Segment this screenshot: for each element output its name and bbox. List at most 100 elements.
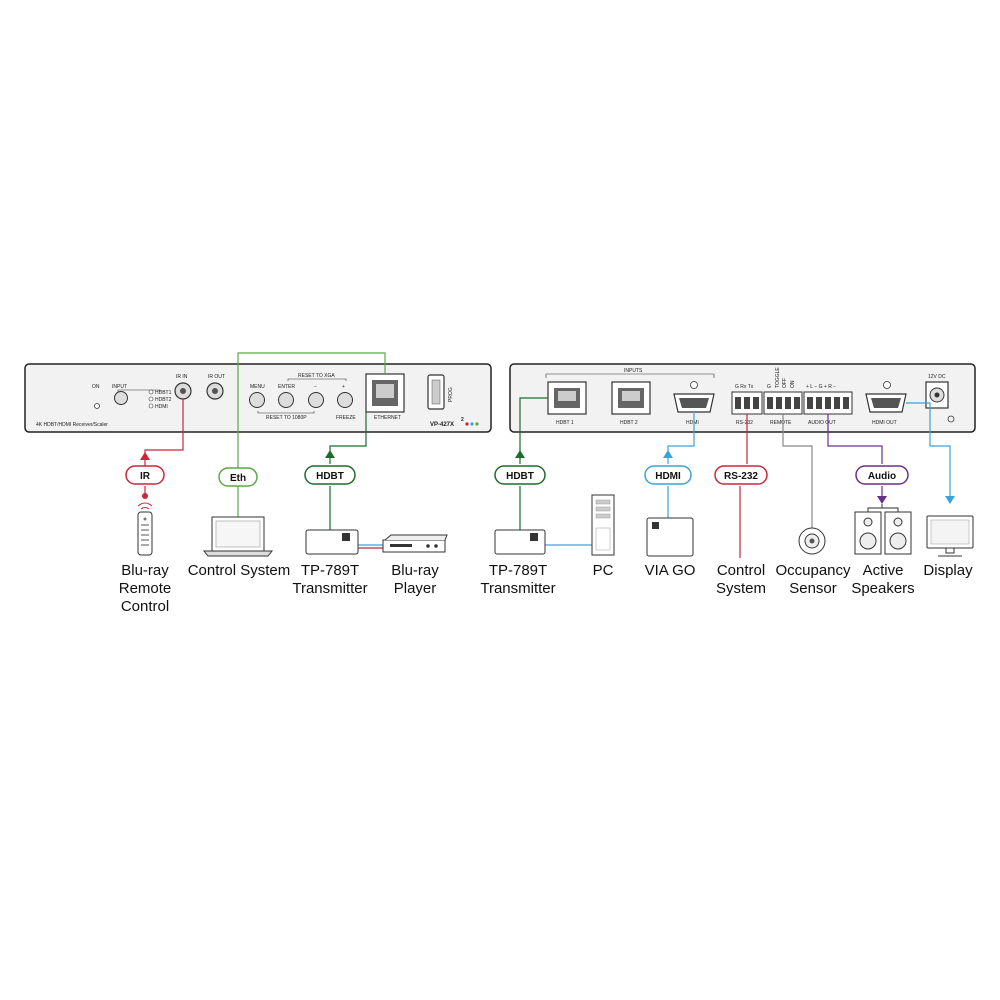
hdmi-in-label: HDMI bbox=[686, 420, 699, 426]
laptop-icon bbox=[202, 516, 274, 557]
polarity-icon bbox=[947, 415, 955, 423]
connections bbox=[140, 352, 955, 558]
plus-button[interactable] bbox=[337, 392, 353, 408]
enter-label: ENTER bbox=[278, 384, 295, 390]
remote-on-label: ON bbox=[790, 380, 796, 388]
ir-out-label: IR OUT bbox=[208, 374, 225, 380]
ethernet-port-pins bbox=[376, 384, 394, 398]
bluray-button-1 bbox=[426, 544, 430, 548]
ir-out-jack-hole bbox=[212, 388, 218, 394]
remote-keys-4 bbox=[141, 539, 149, 541]
hdmi-led-label: HDMI bbox=[155, 404, 168, 410]
tp789t-left-label-line-1: TP-789T bbox=[301, 562, 359, 579]
control-system-right-label-line-1: Control bbox=[717, 562, 765, 579]
ethernet-label: ETHERNET bbox=[374, 415, 401, 421]
prog-label: PROG bbox=[448, 387, 454, 402]
reset-xga-label: RESET TO XGA bbox=[298, 373, 335, 379]
pc-drive-2 bbox=[595, 506, 611, 512]
bluray-player-icon bbox=[382, 534, 448, 553]
kramer-logo-right bbox=[530, 533, 538, 541]
freeze-label: FREEZE bbox=[336, 415, 356, 421]
rs232-pin-rx bbox=[744, 397, 750, 409]
hdbt-right-badge bbox=[494, 465, 546, 485]
kramer-logo-via bbox=[652, 522, 659, 529]
hdbt2-port-pins bbox=[622, 391, 640, 401]
eth-badge-label: Eth bbox=[230, 473, 246, 484]
control-system-left-label-line-1: Control System bbox=[188, 562, 291, 579]
display-label-line-1: Display bbox=[923, 562, 973, 579]
remote-pin-4 bbox=[794, 397, 800, 409]
inputs-bracket bbox=[545, 373, 715, 378]
menu-button[interactable] bbox=[249, 392, 265, 408]
ir-waves-icon bbox=[137, 502, 153, 510]
bluray-remote-label-line-3: Control bbox=[121, 598, 169, 615]
remote-button-top bbox=[143, 517, 147, 521]
hdbt2-led-label: HDBT2 bbox=[155, 397, 172, 403]
audio-pins-label: + L − G + R − bbox=[806, 384, 836, 390]
device-description: 4K HDBT/HDMI Receiver/Scaler bbox=[36, 422, 108, 428]
logo-dot-red bbox=[465, 422, 469, 426]
laptop-display bbox=[215, 520, 261, 548]
input-bracket bbox=[117, 389, 161, 392]
bluray-player-label-line-1: Blu-ray bbox=[391, 562, 439, 579]
hdmi-in-lock-icon bbox=[690, 381, 698, 389]
speakers-icon bbox=[854, 511, 912, 555]
rs232-badge-label: RS-232 bbox=[724, 471, 758, 482]
audio-line bbox=[827, 414, 883, 464]
hdbt-left-arrow bbox=[325, 450, 335, 458]
rs232-pin-g bbox=[735, 397, 741, 409]
enter-button[interactable] bbox=[278, 392, 294, 408]
occupancy-sensor-label-line-2: Sensor bbox=[789, 580, 837, 597]
audio-pin-3 bbox=[825, 397, 831, 409]
display-arrow bbox=[945, 496, 955, 504]
logo-dot-blue bbox=[470, 422, 474, 426]
ir-in-label: IR IN bbox=[176, 374, 188, 380]
audio-pin-5 bbox=[843, 397, 849, 409]
audio-pin-2 bbox=[816, 397, 822, 409]
pc-label: PC bbox=[593, 562, 614, 579]
tp789t-right-label-line-2: Transmitter bbox=[480, 580, 555, 597]
remote-control-icon bbox=[137, 502, 153, 556]
on-label: ON bbox=[92, 384, 100, 390]
bluray-remote-label-line-1: Blu-ray bbox=[121, 562, 169, 579]
pc-tower-icon bbox=[591, 494, 615, 556]
badges: IR Eth HDBT HDBT HDMI RS-232 Audio bbox=[125, 465, 909, 487]
rs232-label: RS-232 bbox=[736, 420, 753, 426]
reset-1080p-bracket bbox=[257, 411, 315, 414]
remote-pin-2 bbox=[776, 397, 782, 409]
eth-badge bbox=[218, 467, 258, 487]
input-button[interactable] bbox=[114, 391, 128, 405]
ir-badge bbox=[125, 465, 165, 485]
audio-pin-4 bbox=[834, 397, 840, 409]
hdmi-out-label: HDMI OUT bbox=[872, 420, 897, 426]
remote-sensor-line bbox=[782, 414, 813, 528]
usb-prog-port-inner bbox=[431, 379, 441, 405]
menu-label: MENU bbox=[250, 384, 265, 390]
active-speakers-label-line-1: Active bbox=[863, 562, 904, 579]
minus-button[interactable] bbox=[308, 392, 324, 408]
audio-arrow bbox=[877, 496, 887, 504]
hdbt-left-badge-label: HDBT bbox=[316, 471, 344, 482]
minus-label: − bbox=[314, 384, 317, 390]
hdbt1-label: HDBT 1 bbox=[556, 420, 574, 426]
ir-emitter-dot bbox=[142, 493, 148, 499]
rear-panel: INPUTS HDBT 1 HDBT 2 HDMI G Rx Tx RS-232… bbox=[509, 363, 976, 433]
audio-badge-label: Audio bbox=[868, 471, 896, 482]
hdmi-in-port-inner bbox=[679, 398, 709, 408]
hdmi-led bbox=[148, 403, 154, 409]
via-go-label: VIA GO bbox=[645, 562, 696, 579]
speaker-right-tweeter bbox=[893, 517, 903, 527]
toggle-label: TOGGLE bbox=[775, 367, 781, 388]
logo-dot-green bbox=[475, 422, 479, 426]
rs232-badge bbox=[714, 465, 768, 485]
pc-label-line-1: PC bbox=[593, 562, 614, 579]
hdbt1-led bbox=[148, 389, 154, 395]
display-screen bbox=[930, 519, 970, 545]
bluray-player-label-line-2: Player bbox=[394, 580, 437, 597]
laptop-base bbox=[202, 550, 274, 557]
speaker-left-woofer bbox=[859, 532, 877, 550]
